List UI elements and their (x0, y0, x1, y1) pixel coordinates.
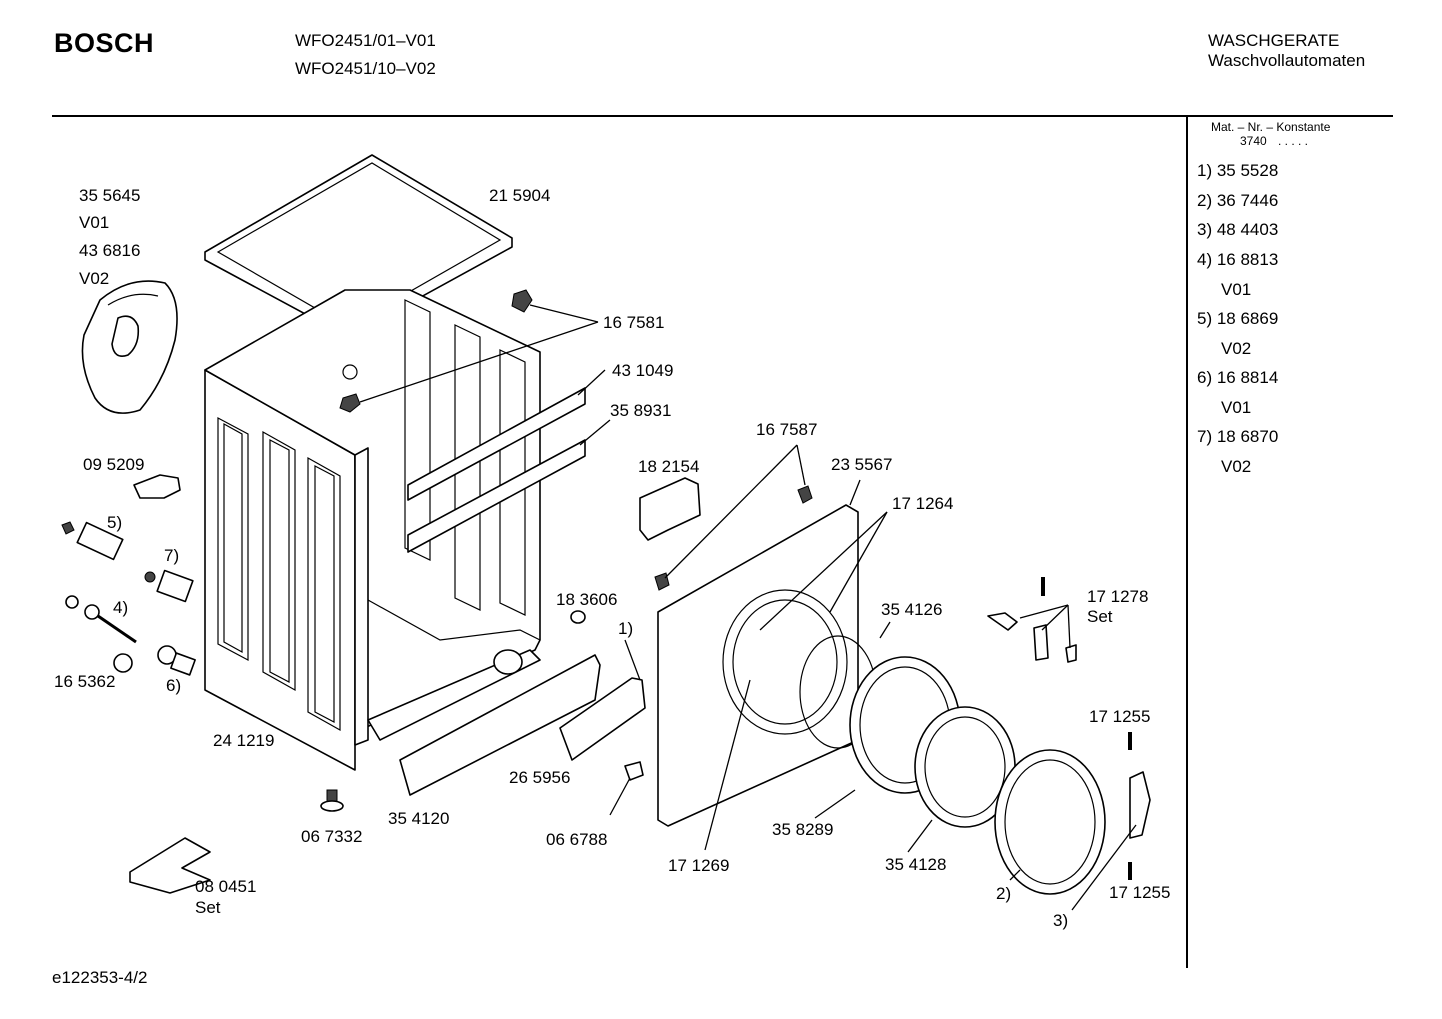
callout-3: 3) (1053, 911, 1069, 930)
label-358931: 35 8931 (610, 401, 672, 420)
legend-item: V01 (1221, 398, 1252, 417)
plug-183606-part (570, 610, 586, 624)
label-067332: 06 7332 (301, 827, 363, 846)
label-v02: V02 (79, 269, 110, 288)
legend-constant: 3740 (1240, 134, 1267, 148)
brand-logo: BOSCH (54, 28, 155, 58)
door-frame-part-2 (994, 749, 1106, 895)
label-183606: 18 3606 (556, 590, 618, 609)
door-handle-part-3 (1129, 771, 1151, 839)
legend-item: 5) 18 6869 (1197, 309, 1279, 328)
label-354120: 35 4120 (388, 809, 450, 828)
category-subtitle: Waschvollautomaten (1208, 51, 1366, 70)
label-171269: 17 1269 (668, 856, 730, 875)
hinge-set-171278-part (1033, 624, 1049, 661)
cross-beam-upper-part (407, 387, 586, 501)
label-354126: 35 4126 (881, 600, 943, 619)
label-v01: V01 (79, 213, 110, 232)
label-set-171278: Set (1087, 607, 1113, 626)
legend-item: V01 (1221, 280, 1252, 299)
label-265956: 26 5956 (509, 768, 571, 787)
cabinet-housing-part (204, 289, 541, 771)
label-171255-top: 17 1255 (1089, 707, 1151, 726)
label-171255-bottom: 17 1255 (1109, 883, 1171, 902)
legend-item: V02 (1221, 339, 1252, 358)
legend-item: 6) 16 8814 (1197, 368, 1279, 387)
model-number-2: WFO2451/10–V02 (295, 59, 436, 78)
label-182154: 18 2154 (638, 457, 700, 476)
control-panel-354120-part (399, 654, 601, 796)
model-number-1: WFO2451/01–V01 (295, 31, 436, 50)
label-080451: 08 0451 (195, 877, 257, 896)
front-panel-235567-part (657, 504, 859, 827)
foot-067332-part (320, 789, 344, 812)
label-358289: 35 8289 (772, 820, 834, 839)
legend-item: 4) 16 8813 (1197, 250, 1279, 269)
legend-title: Mat. – Nr. – Konstante (1211, 120, 1331, 134)
callout-6: 6) (166, 676, 182, 695)
leader-lines (359, 304, 1137, 911)
hinge-set-171278-part (1065, 644, 1077, 663)
label-355645: 35 5645 (79, 186, 141, 205)
hinge-167587-part (797, 485, 813, 504)
label-241219: 24 1219 (213, 731, 275, 750)
legend-item: 2) 36 7446 (1197, 191, 1279, 210)
part-5-pump (61, 521, 124, 561)
callout-2: 2) (996, 884, 1012, 903)
part-4-screw (65, 595, 137, 644)
document-id: e122353-4/2 (52, 968, 148, 987)
hinge-set-171278-part (987, 612, 1018, 631)
clip-167581-part (339, 289, 533, 413)
switch-066788-part (624, 761, 644, 781)
label-set-080451: Set (195, 898, 221, 917)
label-235567: 23 5567 (831, 455, 893, 474)
label-095209: 09 5209 (83, 455, 145, 474)
legend-item: 3) 48 4403 (1197, 220, 1279, 239)
legend-dots: . . . . . (1278, 134, 1309, 148)
label-215904: 21 5904 (489, 186, 551, 205)
legend-item: V02 (1221, 457, 1252, 476)
top-lid-part (204, 154, 513, 338)
label-167587: 16 7587 (756, 420, 818, 439)
callout-4: 4) (113, 598, 129, 617)
legend-item: 1) 35 5528 (1197, 161, 1279, 180)
callout-5: 5) (107, 513, 123, 532)
label-436816: 43 6816 (79, 241, 141, 260)
label-431049: 43 1049 (612, 361, 674, 380)
label-167581: 16 7581 (603, 313, 665, 332)
label-165362: 16 5362 (54, 672, 116, 691)
part-6 (157, 645, 196, 676)
cross-beam-lower-part (407, 439, 586, 553)
label-171264: 17 1264 (892, 494, 954, 513)
callout-1: 1) (618, 619, 634, 638)
door-lock-182154-part (639, 477, 701, 541)
transport-plate-080451-part (129, 837, 211, 894)
rear-cover-part (81, 280, 178, 414)
plug-165362-part (113, 653, 133, 673)
category-title: WASCHGERATE (1208, 31, 1340, 50)
bracket-095209-part (133, 474, 181, 499)
legend-item: 7) 18 6870 (1197, 427, 1279, 446)
callout-7: 7) (164, 546, 180, 565)
handle-265956-part (559, 677, 646, 761)
part-7 (144, 569, 194, 603)
label-066788: 06 6788 (546, 830, 608, 849)
label-354128: 35 4128 (885, 855, 947, 874)
label-171278: 17 1278 (1087, 587, 1149, 606)
